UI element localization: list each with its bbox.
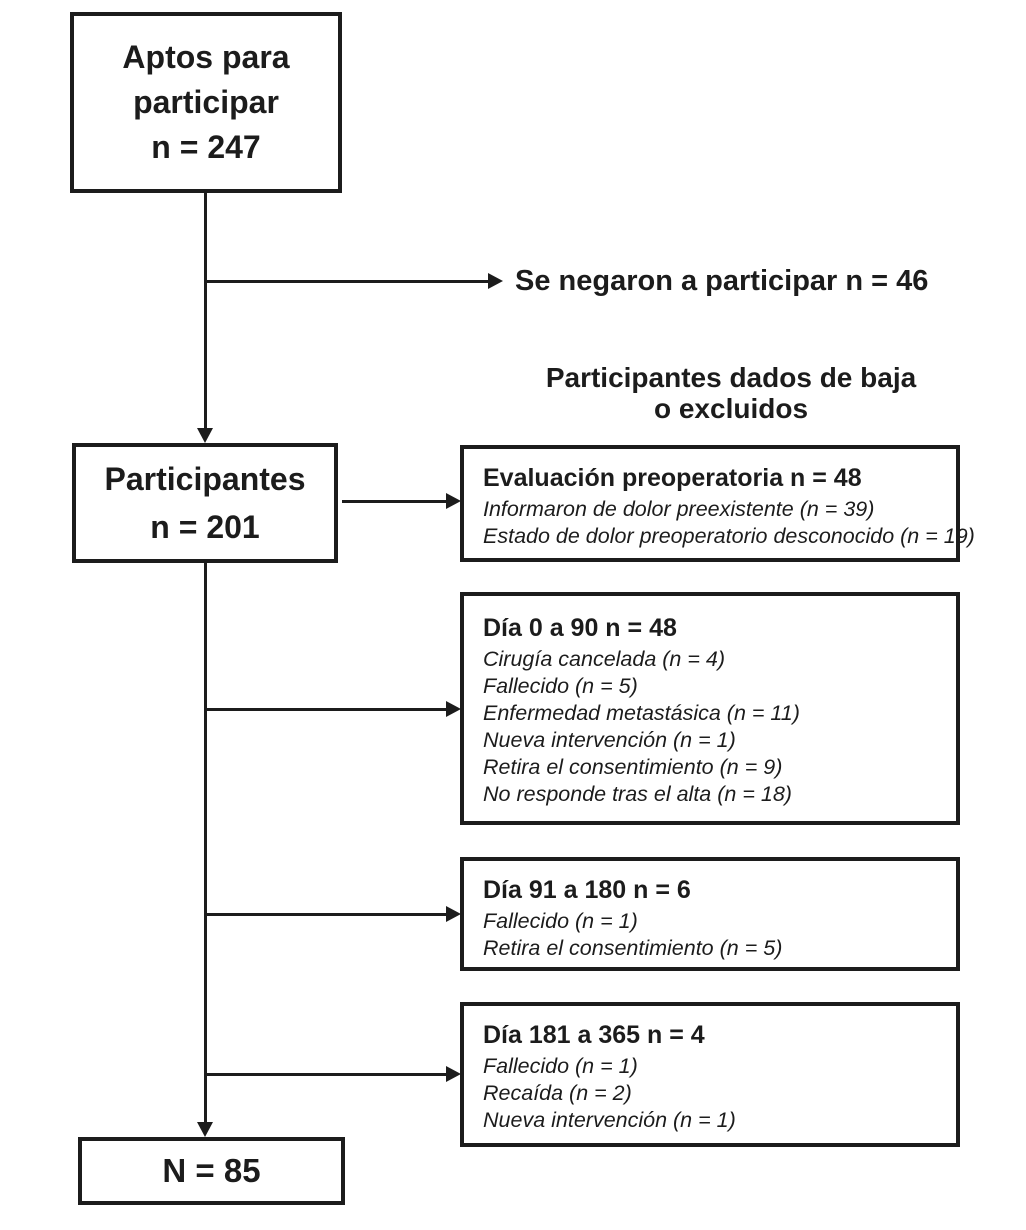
day91-180-title: Día 91 a 180 n = 6: [483, 876, 691, 904]
participants-label: Participantes: [104, 461, 306, 497]
connector-participants-to-final: [204, 563, 207, 1122]
eligible-label-line1: Aptos para: [122, 39, 290, 75]
eligible-box: Aptos para participar n = 247: [70, 12, 342, 193]
eligible-count: n = 247: [151, 129, 261, 165]
connector-day0-90-branch: [207, 708, 448, 711]
connector-eligible-to-participants: [204, 193, 207, 428]
day0-90-item: Enfermedad metastásica (n = 11): [483, 701, 800, 725]
connector-day181-365-branch: [207, 1073, 448, 1076]
day91-180-item: Fallecido (n = 1): [483, 909, 638, 933]
arrowhead-right-day181-365: [446, 1066, 461, 1082]
day0-90-item: Fallecido (n = 5): [483, 674, 638, 698]
arrowhead-right-day91-180: [446, 906, 461, 922]
day0-90-exclusions-box: Día 0 a 90 n = 48 Cirugía cancelada (n =…: [460, 592, 960, 825]
connector-refused-branch: [205, 280, 490, 283]
day0-90-item: Nueva intervención (n = 1): [483, 728, 736, 752]
day0-90-item: Retira el consentimiento (n = 9): [483, 755, 783, 779]
excluded-header: Participantes dados de baja o excluidos: [481, 362, 981, 424]
day181-365-exclusions-box: Día 181 a 365 n = 4 Fallecido (n = 1) Re…: [460, 1002, 960, 1147]
day0-90-item: Cirugía cancelada (n = 4): [483, 647, 726, 671]
final-count: N = 85: [162, 1152, 261, 1189]
excluded-header-line1: Participantes dados de baja: [545, 362, 917, 393]
preop-item: Informaron de dolor preexistente (n = 39…: [483, 497, 875, 521]
day91-180-exclusions-box: Día 91 a 180 n = 6 Fallecido (n = 1) Ret…: [460, 857, 960, 971]
participants-box: Participantes n = 201: [72, 443, 338, 563]
day181-365-item: Recaída (n = 2): [483, 1081, 632, 1105]
arrowhead-right-preop: [446, 493, 461, 509]
arrowhead-right-refused: [488, 273, 503, 289]
preop-exclusions-box: Evaluación preoperatoria n = 48 Informar…: [460, 445, 975, 562]
day181-365-item: Fallecido (n = 1): [483, 1054, 638, 1078]
preop-title: Evaluación preoperatoria n = 48: [483, 464, 862, 492]
day91-180-item: Retira el consentimiento (n = 5): [483, 936, 783, 960]
connector-day91-180-branch: [207, 913, 448, 916]
eligible-label-line2: participar: [133, 84, 279, 120]
preop-item: Estado de dolor preoperatorio desconocid…: [483, 524, 975, 548]
day181-365-title: Día 181 a 365 n = 4: [483, 1021, 705, 1049]
final-count-box: N = 85: [78, 1137, 345, 1205]
day0-90-title: Día 0 a 90 n = 48: [483, 614, 677, 642]
participants-count: n = 201: [150, 509, 260, 545]
arrowhead-down-final: [197, 1122, 213, 1137]
connector-preop-branch: [342, 500, 448, 503]
refused-label: Se negaron a participar n = 46: [515, 265, 929, 297]
day181-365-item: Nueva intervención (n = 1): [483, 1108, 736, 1132]
day0-90-item: No responde tras el alta (n = 18): [483, 782, 792, 806]
arrowhead-right-day0-90: [446, 701, 461, 717]
arrowhead-down-participants: [197, 428, 213, 443]
excluded-header-line2: o excluidos: [653, 393, 809, 424]
